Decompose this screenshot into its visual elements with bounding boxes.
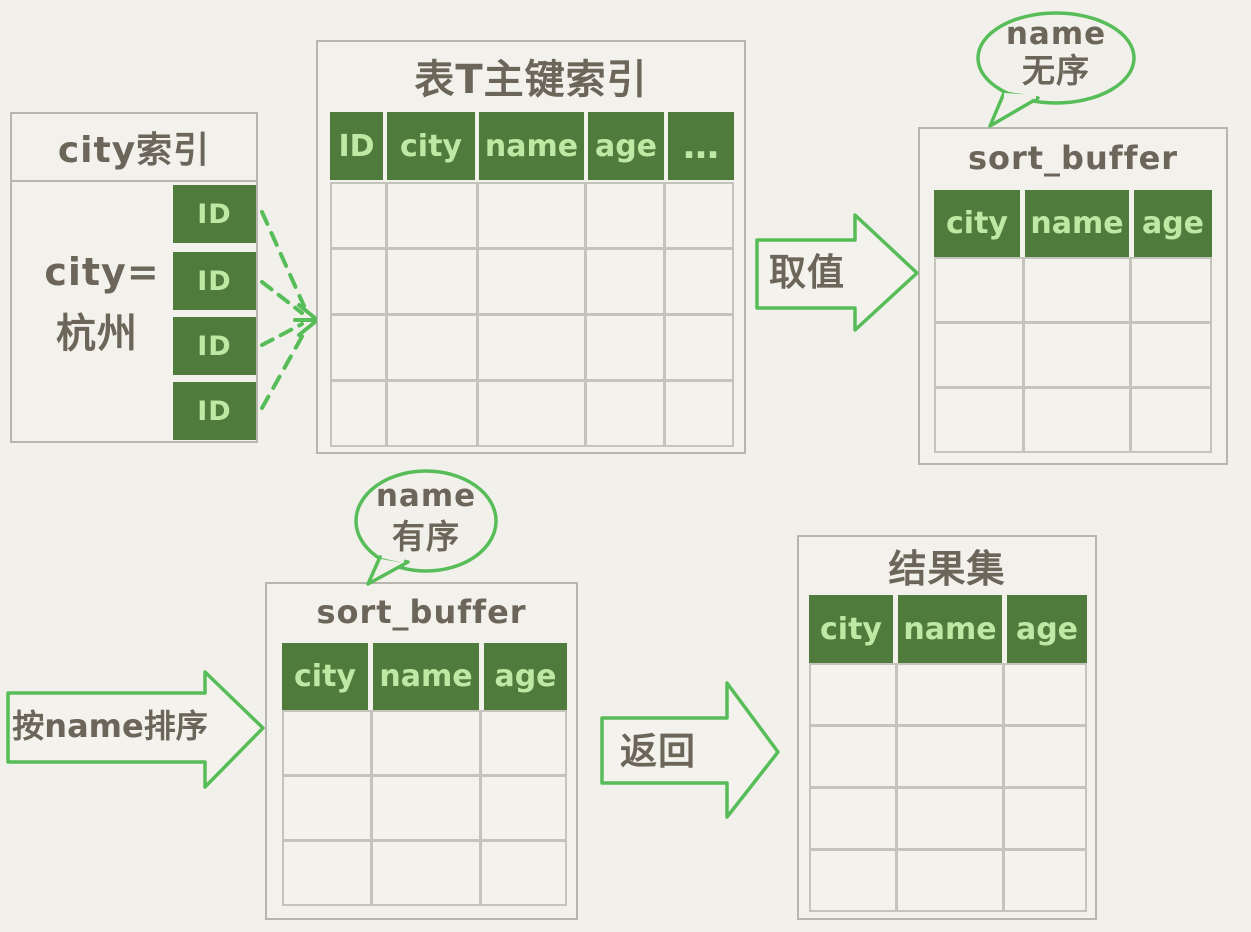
empty-cell [1025, 389, 1129, 451]
empty-cell [284, 712, 370, 774]
column-header-city: city [282, 643, 368, 710]
result-set-title: 结果集 [888, 546, 1006, 591]
column-header-name: name [898, 595, 1002, 663]
id-cell: ID [173, 317, 256, 375]
empty-cell [936, 324, 1022, 386]
empty-cell [388, 184, 476, 247]
sort-buffer-top-body-grid [934, 257, 1212, 453]
id-cell: ID [173, 382, 256, 440]
empty-cell [1005, 727, 1085, 786]
empty-cell [898, 727, 1002, 786]
empty-cell [587, 250, 663, 313]
empty-cell [587, 382, 663, 445]
empty-cell [284, 842, 370, 904]
column-header-city: city [387, 112, 475, 180]
column-header-more: … [668, 112, 734, 180]
empty-cell [898, 851, 1002, 910]
empty-cell [482, 712, 565, 774]
empty-cell [1025, 259, 1129, 321]
city-condition-line2: 杭州 [56, 311, 138, 357]
empty-cell [332, 184, 385, 247]
column-header-age: age [588, 112, 664, 180]
bubble-top-line1: name [1005, 16, 1107, 52]
empty-cell [479, 250, 584, 313]
result-set-header-row: city name age [809, 595, 1087, 663]
sort-buffer-top-title: sort_buffer [967, 139, 1179, 177]
empty-cell [373, 712, 479, 774]
return-arrow-label: 返回 [620, 730, 696, 773]
id-lookup-dashed-lines [260, 210, 317, 410]
column-header-city: city [809, 595, 893, 663]
city-index-box: city索引 city= 杭州 ID ID ID ID [10, 112, 258, 443]
column-header-city: city [934, 190, 1020, 257]
empty-cell [479, 382, 584, 445]
empty-cell [388, 250, 476, 313]
bubble-bottom-line2: 有序 [392, 517, 460, 556]
empty-cell [479, 316, 584, 379]
empty-cell [936, 259, 1022, 321]
bubble-top-line2: 无序 [1022, 51, 1090, 90]
empty-cell [587, 316, 663, 379]
id-cell: ID [173, 185, 256, 243]
primary-key-body-grid [330, 182, 734, 447]
sort-buffer-bottom-box: sort_buffer city name age [265, 582, 578, 920]
column-header-id: ID [330, 112, 383, 180]
sort-buffer-top-box: sort_buffer city name age [918, 127, 1228, 465]
empty-cell [332, 250, 385, 313]
empty-cell [482, 777, 565, 839]
city-index-title: city索引 [12, 114, 256, 182]
city-condition-line1: city= [44, 250, 160, 294]
empty-cell [811, 851, 895, 910]
empty-cell [284, 777, 370, 839]
empty-cell [373, 777, 479, 839]
empty-cell [666, 316, 732, 379]
empty-cell [1005, 789, 1085, 848]
empty-cell [479, 184, 584, 247]
column-header-name: name [373, 643, 479, 710]
empty-cell [1132, 259, 1210, 321]
empty-cell [666, 382, 732, 445]
sort-buffer-bottom-title: sort_buffer [316, 593, 527, 631]
empty-cell [1132, 324, 1210, 386]
empty-cell [332, 316, 385, 379]
empty-cell [666, 250, 732, 313]
empty-cell [482, 842, 565, 904]
id-cell: ID [173, 252, 256, 310]
primary-key-table: 表T主键索引 ID city name age … [316, 40, 746, 454]
empty-cell [811, 727, 895, 786]
empty-cell [666, 184, 732, 247]
column-header-name: name [479, 112, 584, 180]
empty-cell [898, 665, 1002, 724]
bubble-bottom-line1: name [375, 478, 477, 514]
empty-cell [898, 789, 1002, 848]
empty-cell [388, 382, 476, 445]
empty-cell [811, 665, 895, 724]
primary-key-title: 表T主键索引 [414, 57, 648, 103]
result-set-body-grid [809, 663, 1087, 912]
column-header-name: name [1025, 190, 1129, 257]
empty-cell [587, 184, 663, 247]
sort-buffer-bottom-body-grid [282, 710, 567, 906]
sort-buffer-top-header-row: city name age [934, 190, 1212, 257]
primary-key-header-row: ID city name age … [330, 112, 734, 180]
empty-cell [388, 316, 476, 379]
column-header-age: age [1134, 190, 1212, 257]
fetch-values-arrow-label: 取值 [769, 251, 845, 294]
empty-cell [936, 389, 1022, 451]
empty-cell [1132, 389, 1210, 451]
empty-cell [373, 842, 479, 904]
column-header-age: age [1007, 595, 1087, 663]
empty-cell [332, 382, 385, 445]
sort-buffer-bottom-header-row: city name age [282, 643, 567, 710]
empty-cell [1005, 851, 1085, 910]
sort-by-name-arrow-label: 按name排序 [12, 707, 208, 745]
result-set-box: 结果集 city name age [797, 535, 1097, 920]
column-header-age: age [484, 643, 567, 710]
empty-cell [811, 789, 895, 848]
empty-cell [1025, 324, 1129, 386]
empty-cell [1005, 665, 1085, 724]
